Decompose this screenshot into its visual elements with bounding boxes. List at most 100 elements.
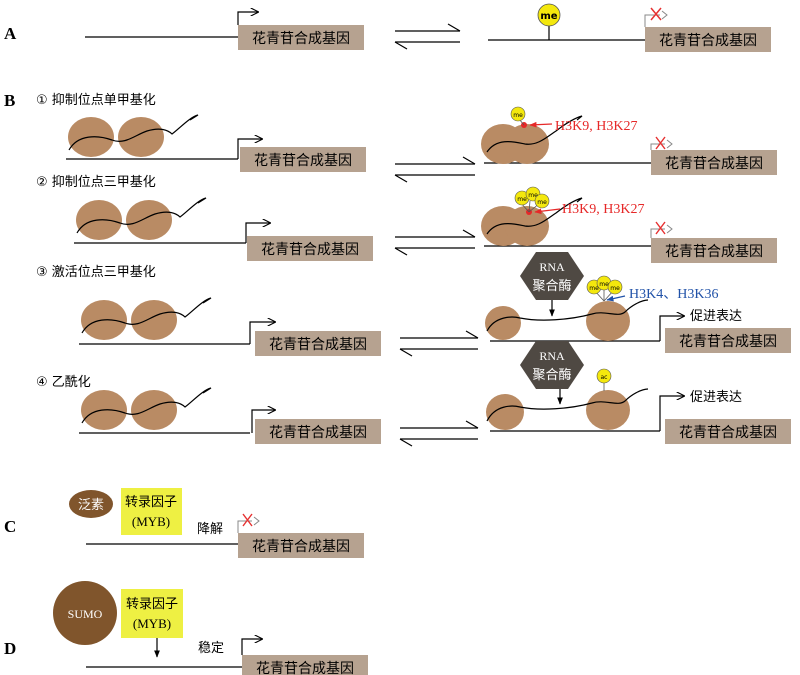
methyl-group-icon xyxy=(537,3,561,27)
gene-box xyxy=(238,533,364,558)
gene-box xyxy=(242,655,368,675)
transcription-arrow-icon xyxy=(659,396,684,431)
equilibrium-arrows-icon xyxy=(394,229,476,256)
gene-box xyxy=(247,236,373,261)
transcription-factor-box xyxy=(121,488,182,535)
gene-box xyxy=(238,25,364,50)
repressive-sites-label: H3K9, H3K27 xyxy=(555,119,637,134)
transcription-factor-label-line1: 转录因子 xyxy=(125,495,177,510)
polymerase-label-line2: 聚合酶 xyxy=(532,278,571,294)
gene-label: 花青苷合成基因 xyxy=(254,152,352,169)
methyl-label: me xyxy=(528,192,538,199)
blocked-cross-icon xyxy=(650,7,662,21)
nucleosome xyxy=(126,200,172,240)
equilibrium-arrows-icon xyxy=(399,420,479,447)
transcription-arrow-icon xyxy=(241,639,262,655)
modification-pointer-icon xyxy=(529,121,553,128)
methyl-label: me xyxy=(513,112,523,119)
nucleosome xyxy=(485,306,521,340)
row-title: ③ 激活位点三甲基化 xyxy=(36,265,156,280)
promote-expression-label: 促进表达 xyxy=(690,309,742,324)
gene-label: 花青苷合成基因 xyxy=(269,336,367,353)
polymerase-label-line1: RNA xyxy=(539,349,565,363)
activating-sites-label: H3K4、H3K36 xyxy=(629,287,718,302)
transcription-arrow-icon xyxy=(251,410,275,433)
transcription-arrow-icon xyxy=(659,316,684,341)
methyl-group-icon xyxy=(534,193,550,209)
rna-polymerase-icon xyxy=(520,252,584,300)
blocked-cross-icon xyxy=(655,221,666,235)
panel-letter-d: D xyxy=(4,639,16,658)
transcription-factor-label-line2: (MYB) xyxy=(133,616,171,631)
methyl-label: me xyxy=(540,11,557,22)
methyl-label: me xyxy=(599,281,609,288)
gene-label: 花青苷合成基因 xyxy=(665,155,763,172)
acetyl-group-icon xyxy=(596,368,612,384)
nucleosome xyxy=(586,390,630,430)
ubiquitin-icon xyxy=(69,490,113,518)
sumo-icon xyxy=(53,581,117,645)
gene-box xyxy=(651,150,777,175)
methyl-label: me xyxy=(537,199,547,206)
stabilization-label: 稳定 xyxy=(198,640,224,656)
gene-box xyxy=(665,419,791,444)
panel-letter-a: A xyxy=(4,24,17,43)
equilibrium-arrows-icon xyxy=(394,23,461,50)
polymerase-label-line1: RNA xyxy=(539,260,565,274)
methyl-label: me xyxy=(589,285,599,292)
row-title: ④ 乙酰化 xyxy=(36,375,91,390)
transcription-arrow-icon xyxy=(237,12,258,25)
methyl-group-icon xyxy=(510,106,526,122)
methyl-label: me xyxy=(517,196,527,203)
ubiquitin-label: 泛素 xyxy=(78,498,104,513)
gene-label: 花青苷合成基因 xyxy=(256,660,354,675)
equilibrium-arrows-icon xyxy=(399,330,479,357)
nucleosome-pair-open xyxy=(79,387,250,434)
panel-b: B ① 抑制位点单甲基化 花青苷合成基因 me H3 xyxy=(4,91,791,447)
nucleosome xyxy=(131,300,177,340)
modification-pointer-icon xyxy=(606,295,626,302)
nucleosome-pair-compact: me xyxy=(481,106,651,164)
transcription-arrow-icon xyxy=(249,322,275,344)
gene-box xyxy=(255,331,381,356)
panel-letter-b: B xyxy=(4,91,15,110)
repressive-sites-label: H3K9, H3K27 xyxy=(562,202,644,217)
methyl-label: me xyxy=(610,285,620,292)
promote-expression-label: 促进表达 xyxy=(690,390,742,405)
gene-label: 花青苷合成基因 xyxy=(252,30,350,47)
gene-box xyxy=(255,419,381,444)
nucleosome xyxy=(586,301,630,341)
gene-box xyxy=(665,328,791,353)
panel-letter-c: C xyxy=(4,517,16,536)
nucleosome-pair-compact: me me me xyxy=(481,186,651,247)
gene-label: 花青苷合成基因 xyxy=(261,241,359,258)
nucleosome-pair-open xyxy=(66,114,238,160)
nucleosome xyxy=(118,117,164,157)
panel-c: C 泛素 转录因子 (MYB) 降解 花青苷合成基因 xyxy=(4,488,364,558)
nucleosome xyxy=(486,394,524,430)
blocked-cross-icon xyxy=(655,136,666,150)
nucleosome-pair-open xyxy=(74,197,246,244)
gene-box xyxy=(651,238,777,263)
degradation-label: 降解 xyxy=(197,522,223,537)
rna-polymerase-icon xyxy=(520,341,584,389)
blocked-cross-icon xyxy=(242,513,253,527)
sumo-label: SUMO xyxy=(68,607,103,621)
gene-label: 花青苷合成基因 xyxy=(659,32,757,49)
transcription-arrow-icon xyxy=(245,223,270,243)
methyl-group-icon xyxy=(607,279,623,295)
transcription-factor-label-line1: 转录因子 xyxy=(126,597,178,612)
gene-label: 花青苷合成基因 xyxy=(665,243,763,260)
gene-label: 花青苷合成基因 xyxy=(679,333,777,350)
nucleosome xyxy=(131,390,177,430)
panel-d: D SUMO 转录因子 (MYB) 稳定 花青苷合成基因 xyxy=(4,581,368,675)
nucleosome-active: ac xyxy=(486,368,660,432)
acetyl-label: ac xyxy=(601,374,608,381)
row-title: ① 抑制位点单甲基化 xyxy=(36,93,156,108)
nucleosome-pair-open xyxy=(79,297,250,345)
row-title: ② 抑制位点三甲基化 xyxy=(36,175,156,190)
gene-box xyxy=(645,27,771,52)
gene-label: 花青苷合成基因 xyxy=(252,538,350,555)
transcription-factor-label-line2: (MYB) xyxy=(132,514,170,529)
